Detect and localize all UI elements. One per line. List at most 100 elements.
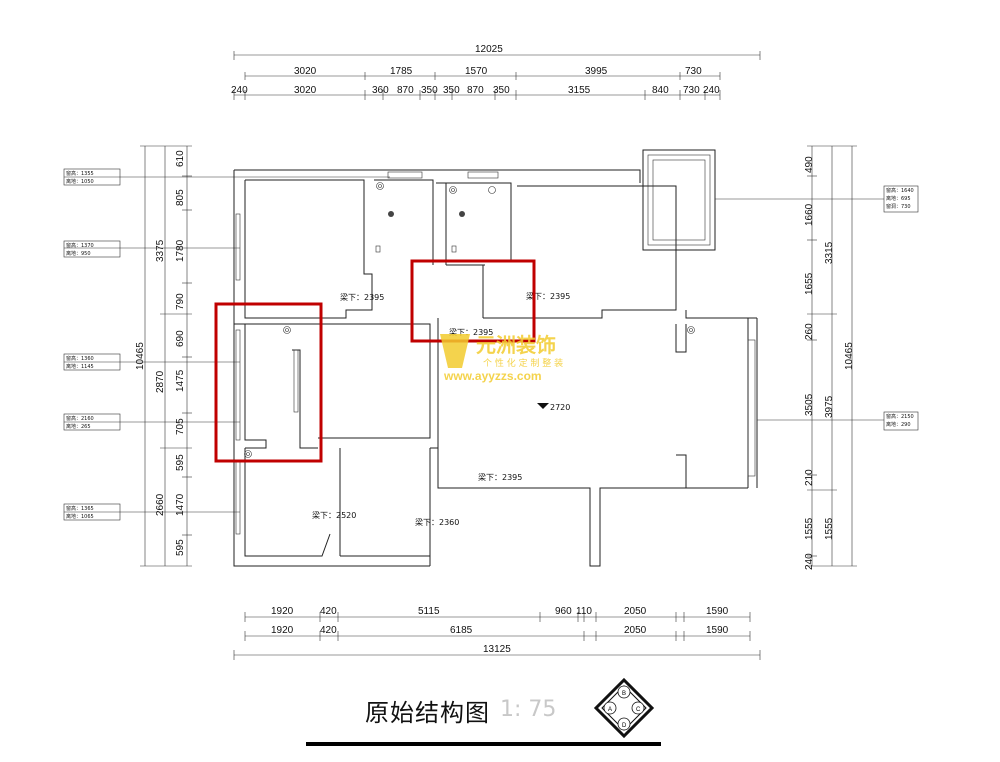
beam-label-2: 梁下：2395: [526, 292, 570, 301]
compass-c: C: [636, 707, 641, 713]
dim-left-outer: 10465: [135, 342, 146, 370]
highlight-box-left: [214, 302, 323, 463]
drawing-scale: 1: 75: [500, 697, 557, 722]
win2-floor: 离地：950: [66, 250, 91, 257]
highlight-box-center: [410, 259, 536, 343]
dim-bottom-2-2: 6185: [450, 625, 473, 636]
left-dimensions: 10465 3375 2870 2660 610 805 1780 790 69…: [135, 145, 192, 567]
dim-bottom-1-6: 1590: [706, 606, 729, 617]
win6-floor: 离地：695: [886, 195, 911, 202]
walls: [233, 149, 758, 567]
dim-top-1-4: 730: [685, 66, 702, 77]
dim-top-2-6: 870: [467, 85, 484, 96]
win3-height: 窗高：1360: [66, 355, 94, 362]
dim-top-1-2: 1570: [465, 66, 488, 77]
dim-left-in-0: 610: [175, 150, 186, 167]
dim-left-in-9: 595: [175, 539, 186, 556]
dim-right-in-2: 1655: [804, 272, 815, 295]
dim-bottom-1-4: 110: [576, 606, 592, 617]
dim-left-mid-0: 3375: [155, 239, 166, 262]
watermark-logo-icon: [440, 334, 470, 368]
dim-bottom-1-3: 960: [555, 606, 572, 617]
dim-bottom-2-4: 1590: [706, 625, 729, 636]
compass-a: A: [608, 707, 612, 713]
dim-right-in-4: 3505: [804, 393, 815, 416]
dim-bottom-1-1: 420: [320, 606, 337, 617]
dim-top-2-0: 240: [231, 85, 248, 96]
watermark: 元洲装饰 个 性 化 定 制 整 装 www.ayyzzs.com: [440, 333, 563, 383]
dim-left-in-5: 1475: [175, 369, 186, 392]
dim-left-in-6: 705: [175, 418, 186, 435]
window-leaders: [63, 168, 919, 521]
win4-height: 窗高：2160: [66, 415, 94, 422]
dim-right-in-1: 1660: [804, 203, 815, 226]
dim-left-mid-1: 2870: [155, 370, 166, 393]
dim-bottom-1-0: 1920: [271, 606, 294, 617]
dim-top-2-4: 350: [421, 85, 438, 96]
win7-height: 窗高：2150: [886, 413, 914, 420]
dim-top-total: 12025: [475, 44, 503, 55]
dim-right-mid-1: 3975: [824, 395, 835, 418]
win5-height: 窗高：1365: [66, 505, 94, 512]
dim-left-in-7: 595: [175, 454, 186, 471]
ceiling-marker-icon: [537, 403, 549, 409]
dim-left-in-8: 1470: [175, 493, 186, 516]
win6-opening: 窗洞：730: [886, 203, 911, 210]
dim-right-in-5: 210: [804, 469, 815, 486]
dim-left-in-2: 1780: [175, 239, 186, 262]
beam-label-5: 梁下：2520: [312, 511, 356, 520]
dim-top-2-9: 840: [652, 85, 669, 96]
dim-bottom-1-2: 5115: [418, 606, 440, 617]
dim-bottom-2-3: 2050: [624, 625, 647, 636]
dim-bottom-2-0: 1920: [271, 625, 294, 636]
dim-left-in-3: 790: [175, 293, 186, 310]
watermark-slogan: 个 性 化 定 制 整 装: [483, 357, 563, 369]
win3-floor: 离地：1145: [66, 363, 94, 370]
dim-bottom-1-5: 2050: [624, 606, 647, 617]
right-dimensions: 10465 3315 3975 490 1660 1655 260 3505 2…: [804, 145, 857, 570]
dim-left-in-1: 805: [175, 189, 186, 206]
dim-right-in-3: 260: [804, 323, 815, 340]
compass-d: D: [622, 723, 627, 729]
dim-right-outer: 10465: [844, 342, 855, 370]
beam-label-1: 梁下：2395: [340, 293, 384, 302]
dim-top-1-0: 3020: [294, 66, 317, 77]
dim-top-2-3: 870: [397, 85, 414, 96]
drawing-title: 原始结构图: [365, 699, 490, 727]
fixtures: [244, 182, 695, 458]
win4-floor: 离地：265: [66, 423, 91, 430]
win6-height: 窗高：1640: [886, 187, 914, 194]
watermark-brand: 元洲装饰: [476, 333, 556, 357]
dim-bottom-total: 13125: [483, 644, 511, 655]
bottom-dimensions: 1920 420 5115 960 110 2050 1590 1920 420…: [233, 606, 761, 660]
watermark-url: www.ayyzzs.com: [443, 369, 542, 383]
top-dimensions: 12025 3020 1785 1570 3995 730 240 3020 3…: [231, 44, 761, 100]
dim-right-in-7: 240: [804, 553, 815, 570]
dim-bottom-2-1: 420: [320, 625, 337, 636]
title-underline: [306, 742, 661, 746]
dim-right-mid-0: 3315: [824, 241, 835, 264]
compass-icon: B A C D: [593, 677, 655, 739]
beam-label-6: 梁下：2360: [415, 518, 459, 527]
dim-right-far-0: 1555: [824, 517, 835, 540]
dim-top-2-2: 360: [372, 85, 389, 96]
beam-label-3: 梁下：2395: [449, 328, 493, 337]
dim-right-in-0: 490: [804, 156, 815, 173]
dim-top-1-3: 3995: [585, 66, 608, 77]
ceiling-height: 2720: [550, 403, 570, 412]
win1-height: 窗高：1355: [66, 170, 94, 177]
dim-top-2-8: 3155: [568, 85, 591, 96]
dim-right-in-6: 1555: [804, 517, 815, 540]
dim-top-1-1: 1785: [390, 66, 413, 77]
compass-b: B: [622, 691, 626, 697]
dim-left-in-4: 690: [175, 330, 186, 347]
beam-label-4: 梁下：2395: [478, 473, 522, 482]
dim-top-2-5: 350: [443, 85, 460, 96]
win5-floor: 离地：1065: [66, 513, 94, 520]
win1-floor: 离地：1050: [66, 178, 94, 185]
dim-left-mid-2: 2660: [155, 493, 166, 516]
dim-top-2-7: 350: [493, 85, 510, 96]
dim-top-2-11: 240: [703, 85, 720, 96]
win2-height: 窗高：1370: [66, 242, 94, 249]
